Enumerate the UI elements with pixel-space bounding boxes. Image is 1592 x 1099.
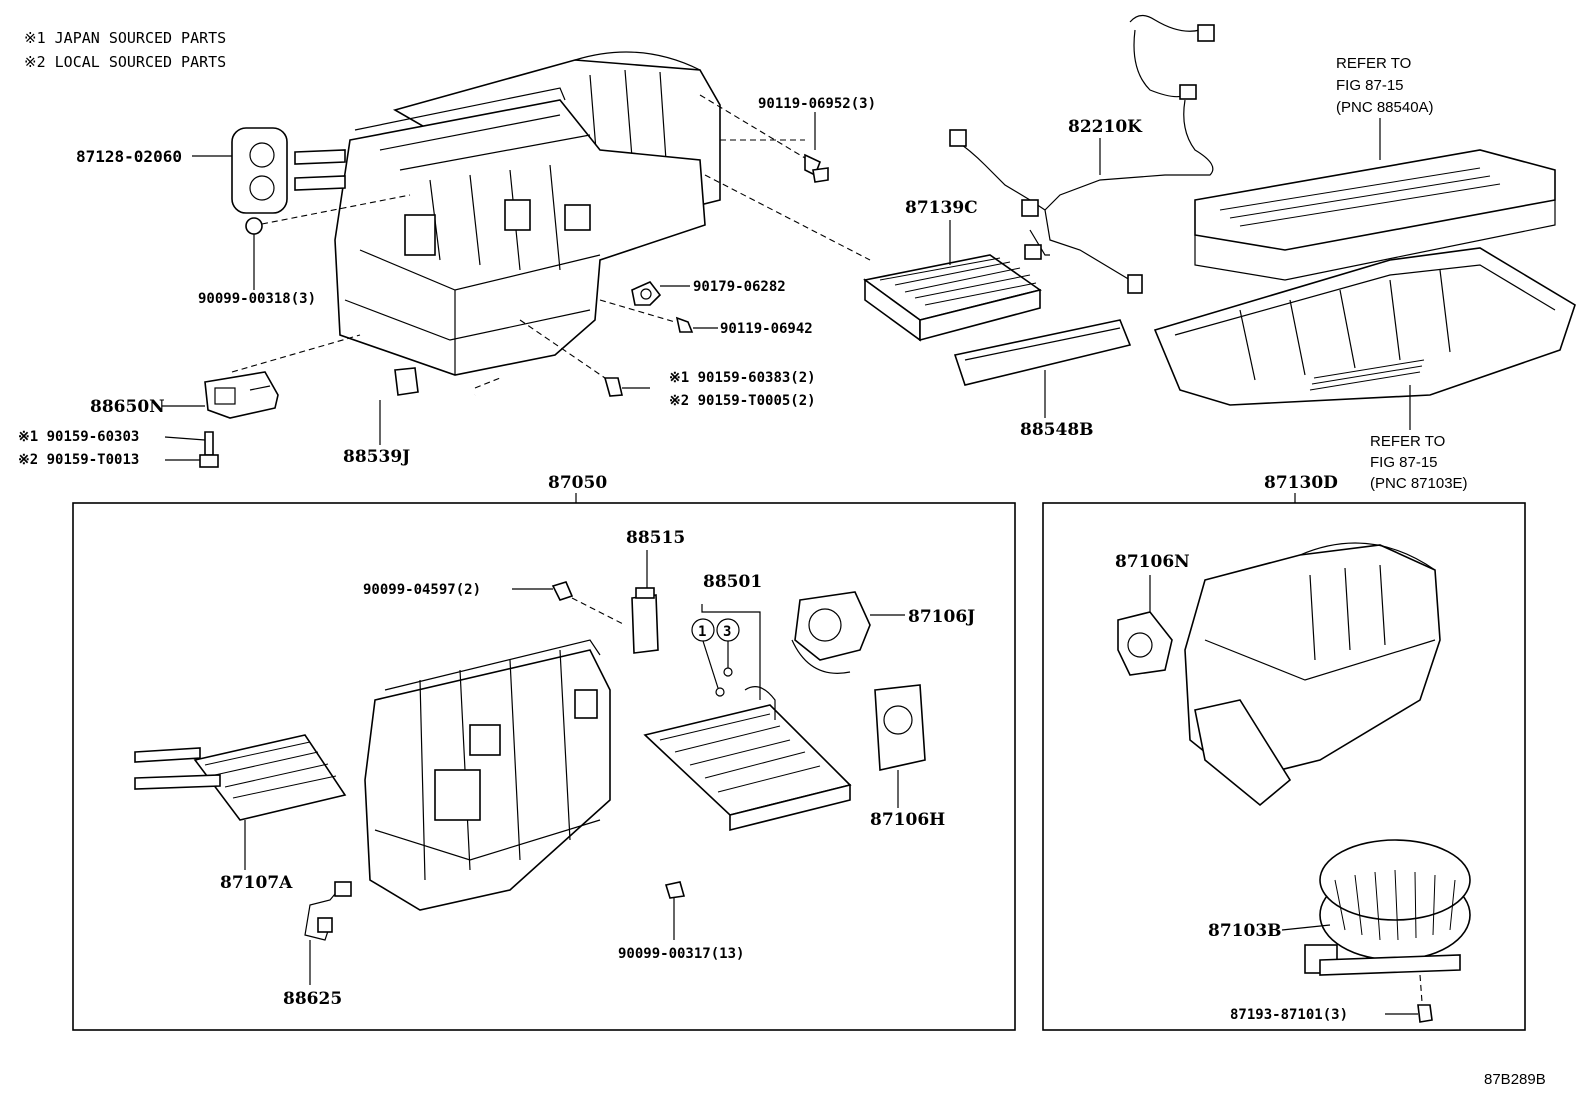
label-88548B: 88548B [1020, 420, 1094, 440]
dashed-link [704, 174, 871, 261]
leader-90159-60303 [164, 436, 206, 441]
label-90099-00317: 90099-00317(13) [618, 946, 744, 962]
box-87130D [1042, 502, 1526, 1031]
label-87193-87101: 87193-87101(3) [1230, 1007, 1348, 1023]
label-88515: 88515 [626, 528, 685, 548]
oring [723, 667, 733, 677]
label-88539J: 88539J [343, 447, 410, 467]
refer-bot-line1: REFER TO [1370, 433, 1445, 450]
label-87139C: 87139C [905, 198, 978, 218]
figure-id: 87B289B [1484, 1071, 1546, 1088]
box-87050 [72, 502, 1016, 1031]
label-90119-06942: 90119-06942 [720, 321, 813, 337]
label-87050: 87050 [548, 473, 607, 493]
note-local-sourced: ※2 LOCAL SOURCED PARTS [24, 53, 226, 71]
label-87130D: 87130D [1264, 473, 1338, 493]
expansion-valve-88515 [631, 587, 659, 654]
leader-87103B [1281, 924, 1331, 931]
screw-90099-00318 [245, 217, 263, 290]
grommet-87128 [231, 127, 288, 214]
label-82210K: 82210K [1068, 117, 1143, 137]
servo-87106N [1117, 611, 1173, 676]
dashed-link [571, 597, 626, 626]
screw-90159-60303 [199, 431, 219, 468]
label-87107A: 87107A [220, 873, 293, 893]
label-87106H: 87106H [870, 810, 945, 830]
refer-bot-line2: FIG 87-15 [1370, 454, 1438, 471]
filter-87139C [863, 254, 1042, 342]
screw-90099-00317 [664, 881, 686, 899]
label-88650N: 88650N [90, 397, 165, 417]
dashed-link [231, 334, 361, 373]
servo-87106J [791, 591, 871, 674]
label-90179-06282: 90179-06282 [693, 279, 786, 295]
heater-unit-assembly-top [294, 51, 721, 376]
label-90159-T0005: ※2 90159-T0005(2) [669, 393, 816, 409]
refer-top-line3: (PNC 88540A) [1336, 99, 1434, 116]
label-87128-02060: 87128-02060 [76, 147, 182, 166]
refer-bot-line3: (PNC 87103E) [1370, 475, 1468, 492]
dashed-link [261, 194, 411, 225]
dashed-link [519, 319, 606, 379]
wire-harness-82210K [949, 14, 1215, 294]
label-90159-60383: ※1 90159-60383(2) [669, 370, 816, 386]
note-japan-sourced: ※1 JAPAN SOURCED PARTS [24, 29, 226, 47]
drain-hose-88539J [340, 367, 477, 405]
callout-1: 1 [698, 624, 706, 640]
label-90159-T0013: ※2 90159-T0013 [18, 452, 139, 468]
duct-lower-87103E [1153, 247, 1576, 406]
leader-88501 [701, 604, 761, 700]
dashed-link [474, 377, 501, 389]
blower-housing-87130D [1184, 542, 1441, 807]
filter-frame-88548B [953, 319, 1132, 386]
heater-core-87107A [134, 734, 347, 821]
dashed-link [1419, 974, 1423, 1003]
nut-90179-06282 [631, 281, 662, 306]
dashed-link [699, 94, 806, 159]
duct-upper-88540A [1194, 149, 1556, 281]
refer-top-line1: REFER TO [1336, 55, 1411, 72]
label-88501: 88501 [703, 572, 762, 592]
dashed-link [599, 299, 676, 323]
label-87103B: 87103B [1208, 921, 1282, 941]
servo-88650N [204, 371, 279, 419]
label-87106N: 87106N [1115, 552, 1190, 572]
heater-case-lower [364, 639, 611, 911]
oring [715, 687, 725, 697]
blower-motor-87103B [1304, 839, 1471, 976]
callout-3: 3 [723, 624, 731, 640]
servo-87106H [874, 684, 926, 771]
bolt-90119-06952 [804, 153, 829, 183]
label-90159-60303: ※1 90159-60303 [18, 429, 139, 445]
evaporator-88501 [643, 686, 852, 832]
label-90099-00318: 90099-00318(3) [198, 291, 316, 307]
bolt-90119-06942 [675, 316, 694, 333]
screw-90099-04597 [551, 581, 574, 601]
label-87106J: 87106J [908, 607, 975, 627]
sensor-88625 [304, 881, 352, 941]
refer-top-line2: FIG 87-15 [1336, 77, 1404, 94]
label-88625: 88625 [283, 989, 342, 1009]
label-90119-06952: 90119-06952(3) [758, 96, 876, 112]
screw-87193-87101 [1417, 1004, 1433, 1023]
label-90099-04597: 90099-04597(2) [363, 582, 481, 598]
leader-oring-1 [702, 640, 719, 689]
screw-90159-60383 [603, 377, 623, 397]
